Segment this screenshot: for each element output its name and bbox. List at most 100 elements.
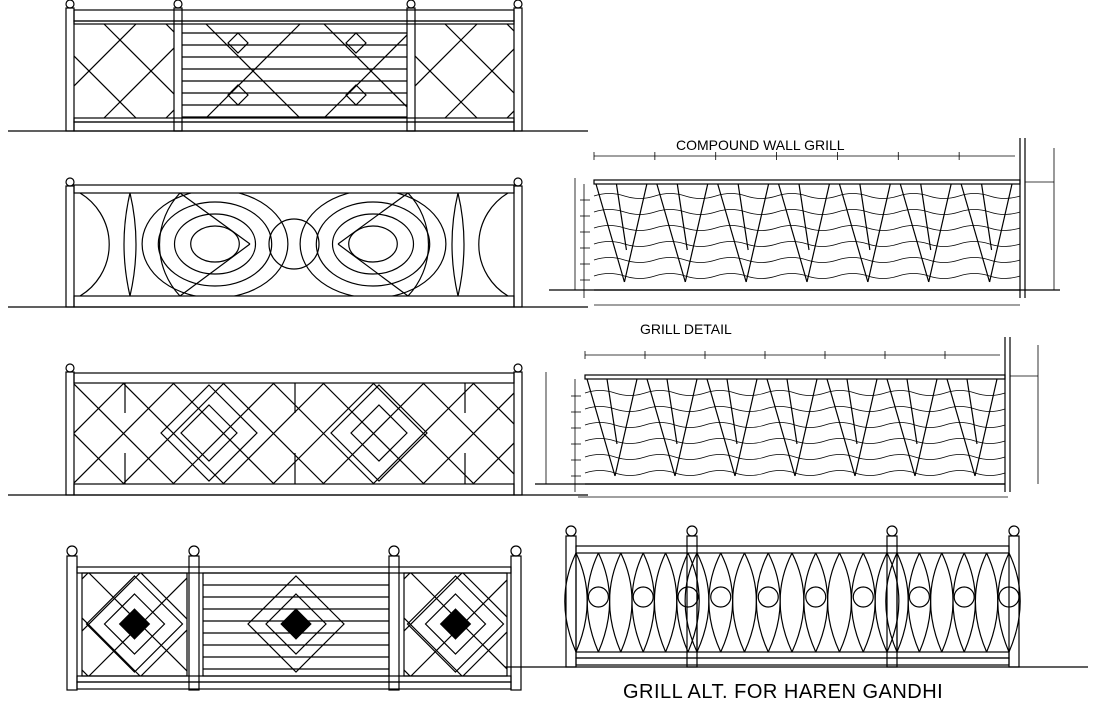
line bbox=[946, 378, 976, 477]
line bbox=[573, 383, 674, 484]
railing-elevations bbox=[8, 0, 674, 691]
frame bbox=[188, 555, 200, 691]
line bbox=[656, 183, 686, 283]
polygon bbox=[265, 593, 327, 655]
circle bbox=[953, 586, 975, 608]
polygon bbox=[345, 32, 367, 54]
post bbox=[66, 545, 78, 691]
line bbox=[74, 117, 75, 118]
circle bbox=[886, 525, 898, 537]
grill-detail-label: GRILL DETAIL bbox=[640, 321, 732, 337]
line bbox=[337, 243, 409, 296]
line bbox=[786, 378, 798, 445]
curve bbox=[609, 552, 622, 653]
line bbox=[798, 183, 810, 251]
polygon bbox=[180, 404, 238, 462]
curve bbox=[586, 552, 599, 653]
frame bbox=[76, 675, 512, 683]
post bbox=[65, 177, 75, 308]
frame bbox=[513, 7, 523, 132]
post bbox=[513, 0, 523, 132]
line bbox=[179, 243, 251, 296]
frame bbox=[403, 572, 508, 677]
line bbox=[140, 629, 187, 676]
post bbox=[65, 0, 75, 132]
curve bbox=[827, 552, 841, 653]
line bbox=[462, 631, 507, 676]
line bbox=[569, 24, 663, 118]
frame bbox=[65, 185, 75, 308]
arch-panel-3 bbox=[885, 552, 1021, 653]
curve bbox=[930, 552, 943, 653]
line bbox=[777, 183, 808, 283]
circle bbox=[513, 177, 523, 187]
line bbox=[205, 24, 301, 118]
compound-wall-grill bbox=[549, 138, 1060, 306]
line bbox=[193, 573, 296, 676]
line bbox=[988, 183, 1013, 283]
curve bbox=[593, 225, 1021, 231]
line bbox=[74, 433, 125, 484]
arch-grill bbox=[505, 525, 1088, 668]
frame bbox=[575, 657, 1010, 666]
compound-wall-grill-label: COMPOUND WALL GRILL bbox=[676, 137, 845, 153]
line bbox=[74, 24, 75, 25]
line bbox=[182, 117, 183, 118]
polygon bbox=[118, 608, 151, 640]
polygon bbox=[439, 608, 472, 640]
line bbox=[140, 573, 187, 620]
curve bbox=[885, 552, 898, 653]
line bbox=[82, 573, 141, 632]
curve bbox=[743, 552, 757, 653]
line bbox=[606, 378, 618, 445]
circle bbox=[686, 525, 698, 537]
line bbox=[193, 573, 296, 676]
curve bbox=[708, 552, 722, 653]
curve bbox=[451, 193, 459, 296]
curve bbox=[986, 552, 999, 653]
curve bbox=[779, 552, 793, 653]
line bbox=[567, 573, 670, 676]
line bbox=[372, 383, 475, 484]
frame bbox=[81, 572, 188, 677]
polygon bbox=[160, 384, 258, 482]
frame bbox=[65, 371, 75, 496]
curve bbox=[123, 193, 131, 296]
line bbox=[569, 24, 663, 118]
circle bbox=[188, 545, 200, 557]
circle bbox=[66, 545, 78, 557]
line bbox=[684, 183, 709, 283]
line bbox=[165, 109, 174, 118]
polygon bbox=[85, 575, 184, 673]
panel-left bbox=[74, 24, 174, 118]
curve bbox=[593, 241, 1021, 247]
line bbox=[766, 378, 796, 477]
curve bbox=[791, 552, 805, 653]
line bbox=[74, 383, 175, 484]
line bbox=[615, 183, 628, 251]
curve bbox=[593, 209, 1021, 215]
line bbox=[806, 183, 831, 283]
line bbox=[595, 183, 626, 283]
curve bbox=[158, 193, 181, 296]
polygon bbox=[424, 593, 487, 655]
frame bbox=[66, 555, 78, 691]
line bbox=[745, 183, 770, 283]
line bbox=[272, 383, 375, 484]
line bbox=[404, 669, 411, 676]
frame bbox=[73, 20, 515, 25]
line bbox=[966, 378, 978, 445]
curve bbox=[564, 552, 577, 653]
curve bbox=[593, 273, 1021, 279]
polygon bbox=[345, 84, 367, 106]
curve bbox=[593, 257, 1021, 263]
curve bbox=[631, 552, 644, 653]
line bbox=[586, 378, 616, 477]
frame bbox=[65, 7, 75, 132]
panel-center-x bbox=[182, 24, 407, 118]
line bbox=[737, 183, 749, 251]
frame bbox=[510, 555, 522, 691]
post bbox=[188, 545, 200, 691]
circle bbox=[998, 586, 1020, 608]
ellipse bbox=[190, 225, 240, 263]
